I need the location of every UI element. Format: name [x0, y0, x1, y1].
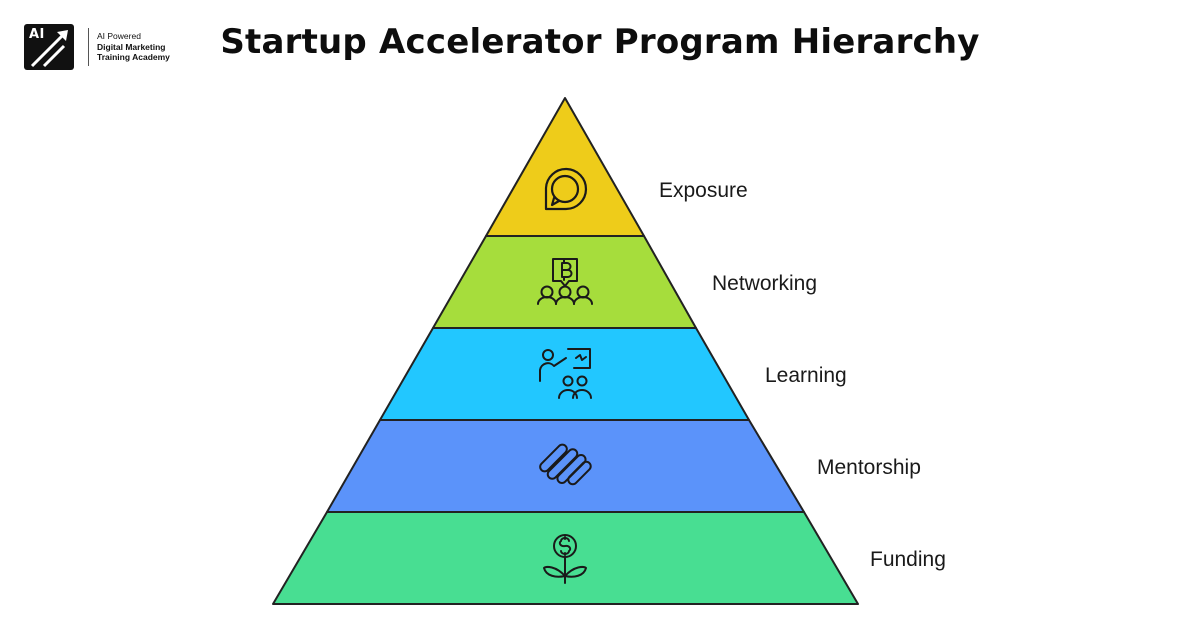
brand-logo: AI AI Powered Digital Marketing Training… — [24, 24, 170, 70]
tier-label-learning: Learning — [765, 364, 847, 387]
logo-mark: AI — [24, 24, 74, 70]
money-plant-icon — [543, 534, 587, 584]
bitcoin-group-icon — [537, 258, 593, 305]
stripes-icon — [539, 443, 592, 486]
arrow-up-icon — [30, 30, 68, 68]
teacher-students-icon — [539, 348, 592, 399]
tier-label-exposure: Exposure — [659, 179, 748, 202]
logo-mark-text: AI — [29, 27, 45, 42]
logo-line-2: Digital Marketing — [97, 41, 166, 52]
pyramid-tier-learning: Learning — [379, 327, 847, 421]
pyramid-tier-networking: Networking — [432, 235, 817, 329]
tier-label-networking: Networking — [712, 272, 817, 295]
logo-divider — [88, 28, 89, 66]
tier-label-funding: Funding — [870, 548, 946, 571]
logo-line-1: AI Powered — [97, 31, 141, 42]
pyramid-tier-funding: Funding — [272, 511, 946, 605]
pyramid-tier-mentorship: Mentorship — [326, 419, 921, 513]
logo-line-3: Training Academy — [97, 52, 170, 63]
chat-bubble-icon — [544, 167, 588, 211]
page-title: Startup Accelerator Program Hierarchy — [220, 22, 980, 62]
tier-label-mentorship: Mentorship — [817, 456, 921, 479]
logo-text: AI Powered Digital Marketing Training Ac… — [97, 31, 170, 63]
pyramid-tier-exposure: Exposure — [485, 97, 748, 237]
